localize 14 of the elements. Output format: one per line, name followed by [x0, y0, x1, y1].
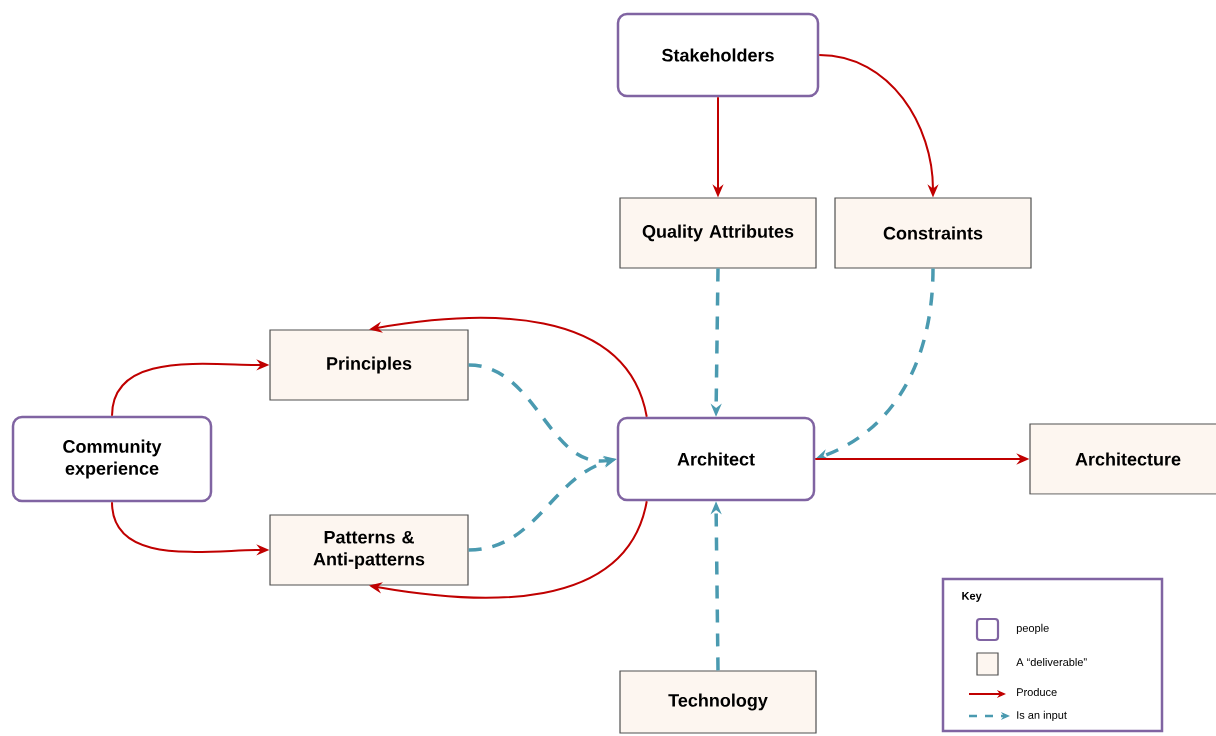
deliverable-box: Technology: [619, 670, 817, 734]
deliverable-box: Architecture: [1029, 423, 1216, 495]
deliverable-box: Constraints: [834, 197, 1032, 269]
legend-label: Produce: [1017, 687, 1057, 697]
deliverable-box: Patterns & Anti-patterns: [269, 514, 469, 586]
people-box: Stakeholders: [616, 12, 820, 98]
people-box: Architect: [616, 416, 816, 502]
legend-label: Is an input: [1017, 710, 1067, 722]
legend-label: people: [1016, 623, 1049, 635]
deliverable-box: Quality Attributes: [619, 197, 817, 269]
deliverable-box: Principles: [269, 329, 469, 401]
legend-label: A “deliverable”: [1016, 657, 1087, 667]
key-heading: Key: [962, 592, 982, 602]
people-box: Community experience: [11, 415, 213, 503]
